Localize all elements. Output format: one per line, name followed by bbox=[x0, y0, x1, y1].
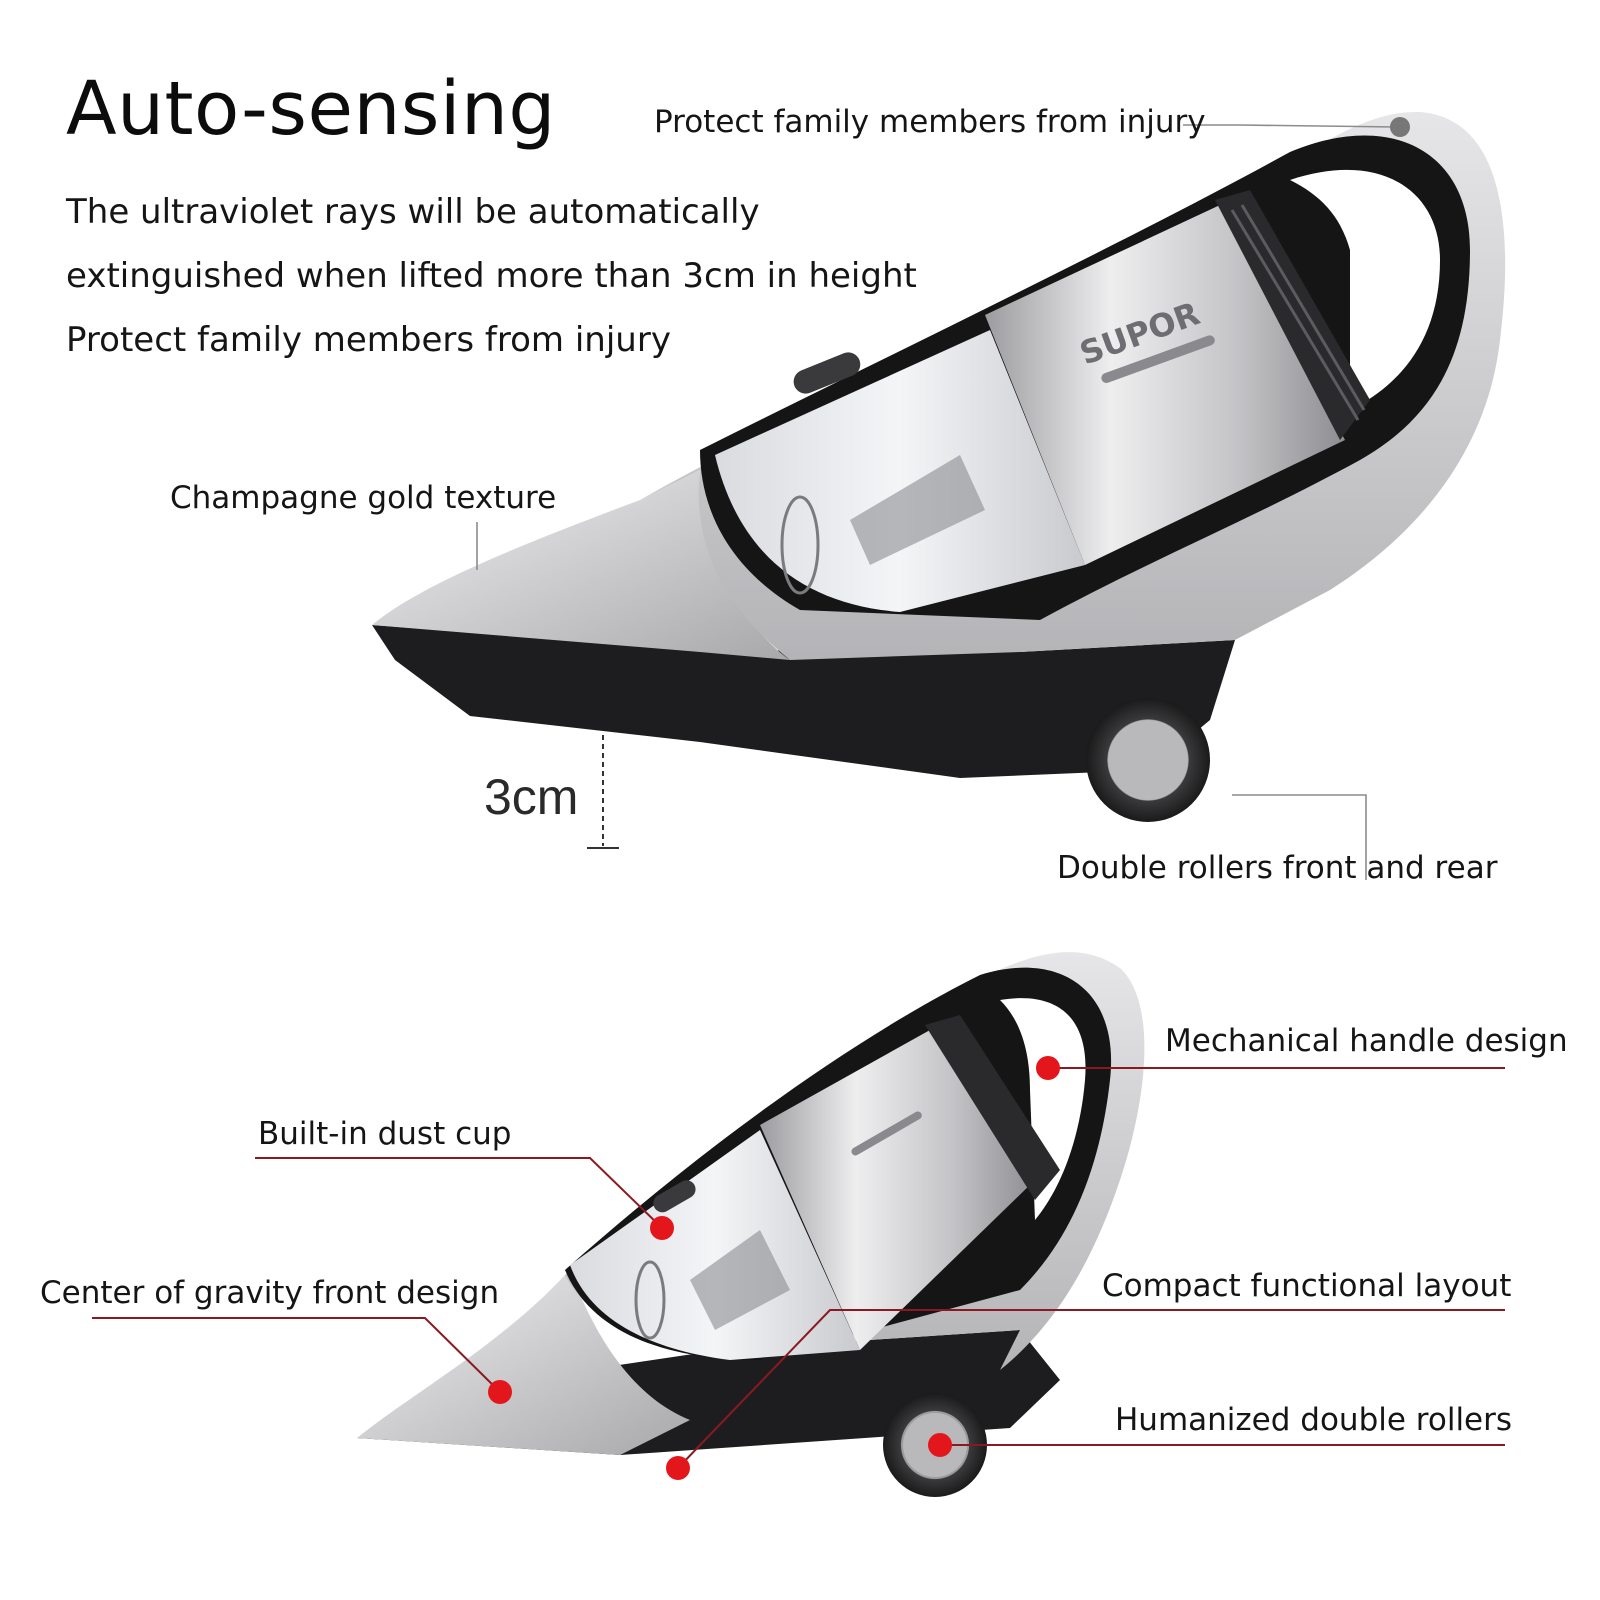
top-dust-cup bbox=[715, 330, 1085, 612]
marker-handle bbox=[1036, 1056, 1060, 1080]
top-base bbox=[372, 625, 1235, 778]
callout-double-rollers: Double rollers front and rear bbox=[1057, 850, 1498, 886]
top-rear-wheel bbox=[1086, 698, 1210, 822]
bottom-motor-canister bbox=[760, 1030, 1035, 1350]
top-handle-opening bbox=[1290, 169, 1440, 410]
callout-gravity: Center of gravity front design bbox=[40, 1275, 500, 1311]
marker-gravity bbox=[488, 1380, 512, 1404]
top-release-button bbox=[793, 352, 861, 394]
lift-measure-guide bbox=[587, 735, 619, 849]
bottom-vacuum bbox=[92, 952, 1505, 1497]
callout-humanized-rollers: Humanized double rollers bbox=[1115, 1402, 1513, 1438]
description-line-1: The ultraviolet rays will be automatical… bbox=[66, 192, 760, 232]
callout-handle: Mechanical handle design bbox=[1165, 1023, 1568, 1059]
callout-protect: Protect family members from injury bbox=[654, 104, 1206, 140]
description-line-3: Protect family members from injury bbox=[66, 320, 671, 360]
bottom-handle-opening bbox=[1000, 998, 1086, 1220]
bottom-leader-lines bbox=[92, 1067, 1505, 1469]
top-handle-marker bbox=[1390, 117, 1410, 137]
top-front-shell bbox=[372, 470, 790, 660]
top-motor-canister bbox=[985, 205, 1345, 565]
marker-dust-cup bbox=[650, 1216, 674, 1240]
lift-height-label: 3cm bbox=[484, 769, 579, 825]
page-title: Auto-sensing bbox=[66, 66, 556, 152]
top-leader-lines bbox=[476, 124, 1398, 880]
marker-rollers bbox=[928, 1433, 952, 1457]
top-vacuum: SUPOR bbox=[372, 111, 1506, 880]
callout-dust-cup: Built-in dust cup bbox=[258, 1116, 512, 1152]
description-line-2: extinguished when lifted more than 3cm i… bbox=[66, 256, 917, 296]
bottom-front-shell bbox=[357, 1270, 690, 1455]
callout-texture: Champagne gold texture bbox=[170, 480, 557, 516]
callout-layout: Compact functional layout bbox=[1102, 1268, 1512, 1304]
marker-layout bbox=[666, 1456, 690, 1480]
bottom-dust-cup bbox=[570, 1130, 860, 1360]
